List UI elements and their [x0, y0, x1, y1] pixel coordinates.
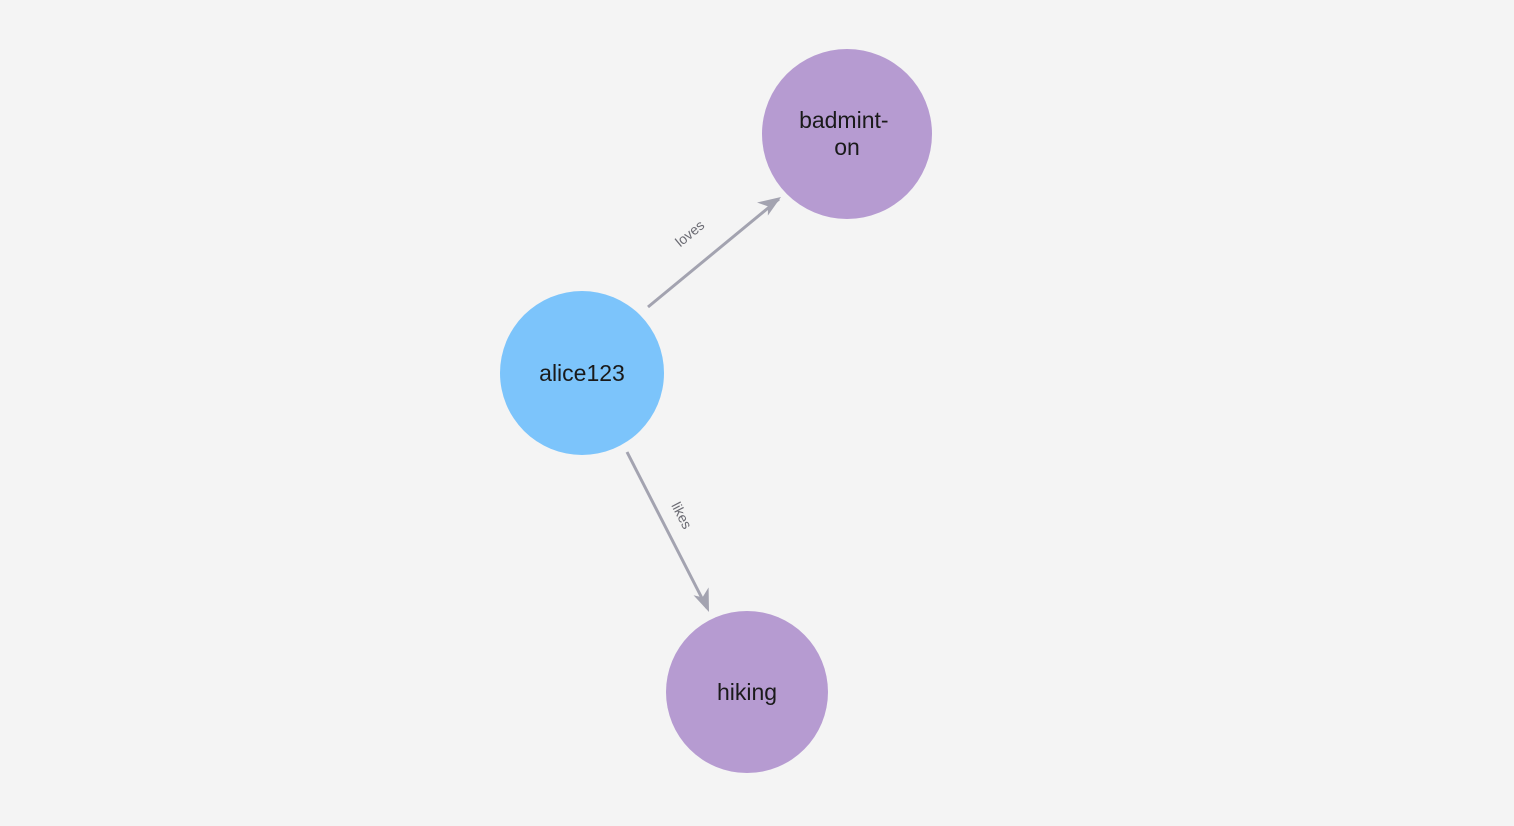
arrowhead-icon [757, 197, 781, 216]
edge-line[interactable] [625, 451, 709, 609]
edge-label-loves: loves [672, 217, 707, 250]
node-circle-hiking[interactable] [666, 611, 828, 773]
edge-alice123-loves-badminton[interactable]: loves [647, 189, 785, 309]
node-badminton[interactable]: badmint- on [762, 49, 932, 219]
edge-alice123-likes-hiking[interactable]: likes [625, 451, 719, 615]
node-circle-alice123[interactable] [500, 291, 664, 455]
node-alice123[interactable]: alice123 [500, 291, 664, 455]
node-circle-badminton[interactable] [762, 49, 932, 219]
node-hiking[interactable]: hiking [666, 611, 828, 773]
edge-label-likes: likes [668, 499, 695, 531]
arrowhead-icon [693, 587, 709, 612]
edge-line[interactable] [647, 197, 780, 309]
nodes-layer: alice123 badmint- on hiking [500, 49, 932, 773]
